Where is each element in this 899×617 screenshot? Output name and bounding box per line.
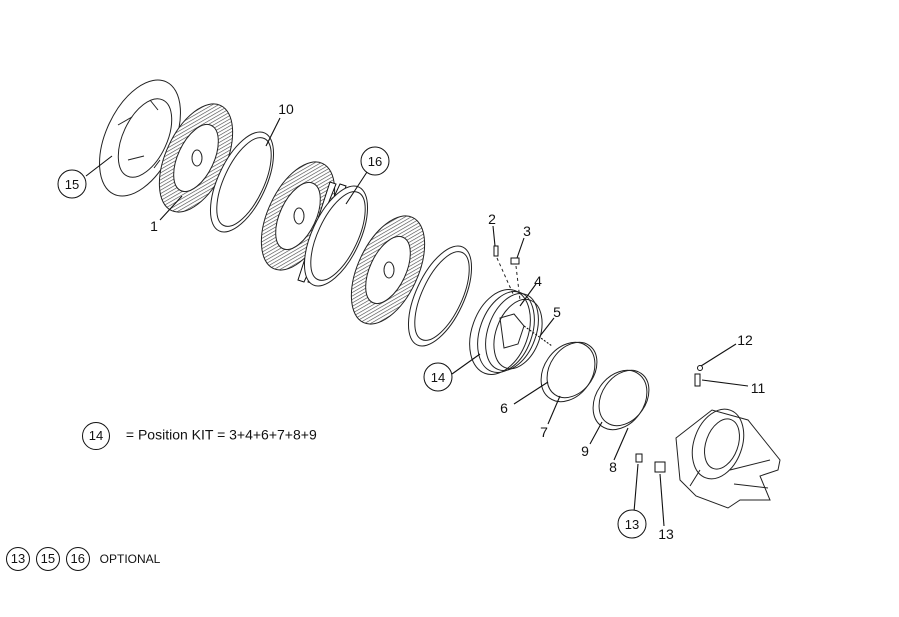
steel-disc-16: [303, 185, 369, 287]
kit-legend-text: = Position KIT = 3+4+6+7+8+9: [125, 426, 317, 443]
callout-13b: 13: [658, 526, 674, 542]
optional-legend: 13 15 16 OPTIONAL: [6, 547, 160, 571]
callout-7: 7: [540, 424, 548, 440]
callout-2: 2: [488, 211, 496, 227]
callout-12: 12: [737, 332, 753, 348]
kit-legend-circle: 14: [82, 422, 110, 450]
callout-4: 4: [534, 273, 542, 289]
optional-item-16: 16: [65, 547, 90, 571]
friction-disc-icon: [158, 103, 234, 213]
steel-disc-icon: [209, 131, 275, 233]
piston-housing-icon: [469, 289, 553, 375]
callout-14-label: 14: [431, 370, 445, 385]
callout-15: 15: [57, 169, 87, 199]
callout-9: 9: [581, 443, 589, 459]
leader-lines: [85, 117, 749, 527]
axle-housing-icon: [675, 408, 781, 509]
callout-11: 11: [751, 380, 766, 396]
optional-item-13: 13: [6, 547, 30, 571]
callout-16: 16: [360, 146, 390, 176]
callout-15-label: 15: [65, 177, 79, 192]
callout-8: 8: [609, 459, 617, 475]
plug-13: [635, 453, 666, 473]
callout-10: 10: [278, 101, 294, 117]
callout-6: 6: [500, 400, 508, 416]
seal-ring-8-9: [592, 369, 650, 431]
pin-11-12: [694, 365, 703, 387]
callout-13a-label: 13: [625, 517, 639, 532]
callout-13a: 13: [617, 509, 647, 539]
seal-ring-icon: [540, 341, 598, 403]
fitting-3: [510, 257, 520, 265]
optional-item-15: 15: [35, 547, 60, 571]
callout-1: 1: [150, 218, 158, 234]
callout-14: 14: [423, 362, 453, 392]
callout-16-label: 16: [368, 154, 382, 169]
bleed-screw-2: [493, 245, 499, 257]
kit-legend: 14 = Position KIT = 3+4+6+7+8+9: [82, 422, 317, 450]
callout-5: 5: [553, 304, 561, 320]
callout-3: 3: [523, 223, 531, 239]
friction-disc-3: [350, 215, 426, 325]
steel-disc-14: [407, 245, 473, 347]
optional-text: OPTIONAL: [99, 551, 161, 566]
